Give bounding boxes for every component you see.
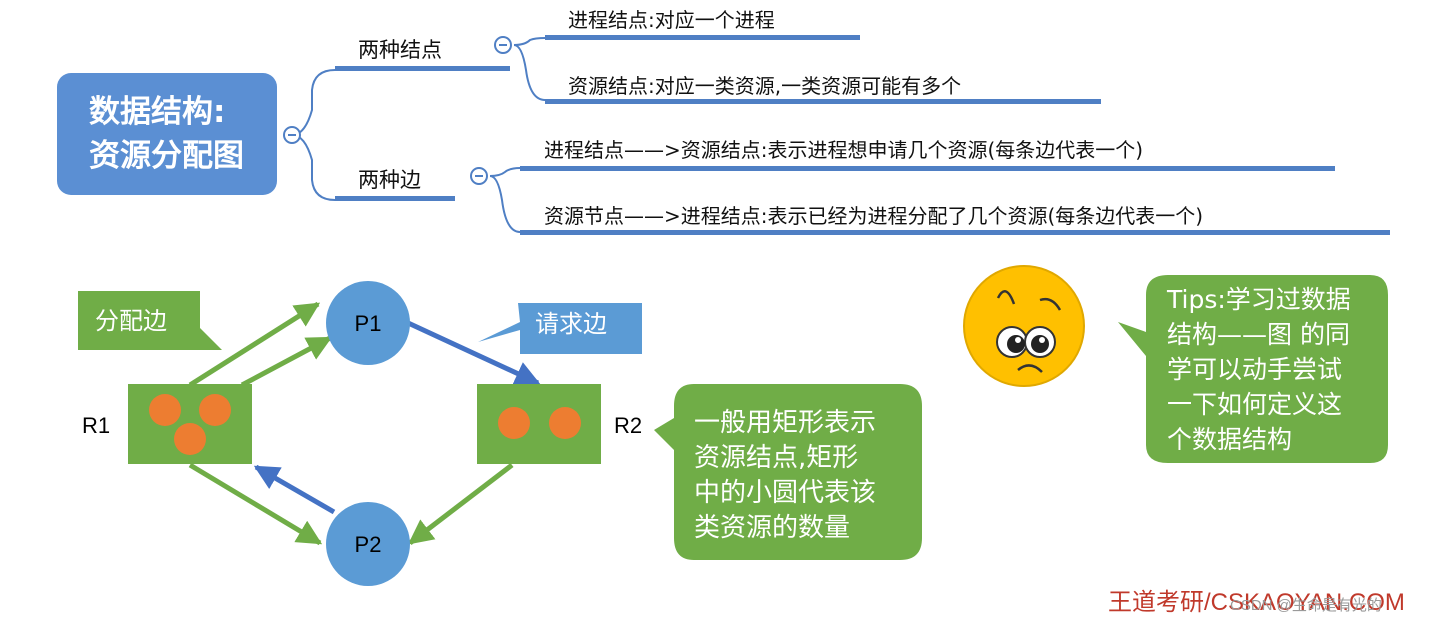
process-p2-label: P2	[355, 532, 382, 557]
callout-assign-edge-text: 分配边	[95, 308, 167, 335]
leaf-assign-edge: 资源节点——>进程结点:表示已经为进程分配了几个资源(每条边代表一个)	[544, 204, 1204, 228]
branch-edge-types-underline	[335, 196, 455, 201]
leaf-request-edge-underline	[520, 166, 1335, 171]
r2-unit-group	[498, 407, 581, 439]
collapse-edge-types-icon[interactable]	[470, 167, 488, 185]
tips-text: Tips:学习过数据 结构——图 的同 学可以动手尝试 一下如何定义这 个数据结…	[1167, 282, 1351, 457]
edge-r1-p1-assign-a	[188, 301, 321, 388]
leaf-process-node-underline	[545, 35, 860, 40]
root-title-line2: 资源分配图	[89, 138, 244, 174]
tips-callout-shape	[1118, 275, 1388, 463]
leaf-request-edge: 进程结点——>资源结点:表示进程想申请几个资源(每条边代表一个)	[544, 138, 1144, 162]
process-p2	[326, 502, 410, 586]
branch-edge-types-label: 两种边	[358, 168, 421, 192]
r1-unit-1	[149, 394, 181, 426]
resource-allocation-graph: 分配边 请求边 P1 P2 R1 R2	[78, 281, 922, 586]
tips-line-1: Tips:学习过数据	[1167, 285, 1351, 314]
branch-node-types-underline	[335, 66, 510, 71]
edge-p2-r1-request	[253, 464, 336, 515]
resource-r2	[477, 384, 601, 464]
leaf-process-node: 进程结点:对应一个进程	[568, 8, 775, 32]
callout-rect-shape	[654, 384, 922, 560]
leaf-assign-edge-underline	[520, 230, 1390, 235]
resource-r1-label: R1	[82, 413, 110, 438]
callout-rect-text: 一般用矩形表示 资源结点,矩形 中的小圆代表该 类资源的数量	[694, 406, 876, 546]
edge-r1-p2-assign	[188, 462, 323, 546]
edge-r2-p2-assign	[408, 463, 514, 545]
branch-node-types-label: 两种结点	[358, 38, 442, 62]
edge-p1-r2-request	[404, 319, 541, 386]
callout-rect-line-4: 类资源的数量	[694, 513, 851, 543]
watermark-text: CSDN @生命是有光的	[1230, 597, 1382, 614]
r2-unit-1	[498, 407, 530, 439]
r1-unit-2	[199, 394, 231, 426]
callout-rect-line-1: 一般用矩形表示	[694, 408, 877, 438]
process-p1	[326, 281, 410, 365]
r1-unit-group	[149, 394, 231, 455]
root-title-line1: 数据结构:	[89, 94, 226, 130]
brand-text: 王道考研/CSKAOYAN.COM	[1108, 589, 1405, 616]
callout-request-edge-text: 请求边	[535, 311, 607, 338]
callout-rect-line-2: 资源结点,矩形	[694, 443, 859, 473]
leaf-resource-node: 资源结点:对应一类资源,一类资源可能有多个	[568, 74, 962, 98]
process-p1-label: P1	[355, 311, 382, 336]
tips-line-3: 学可以动手尝试	[1167, 355, 1343, 384]
callout-request-edge-shape	[478, 303, 642, 354]
leaf-resource-node-underline	[545, 99, 1101, 104]
edge-r1-p1-assign-b	[240, 335, 333, 388]
r1-unit-3	[174, 423, 206, 455]
confused-face-icon	[963, 265, 1085, 387]
tips-line-5: 个数据结构	[1167, 425, 1293, 454]
callout-assign-edge-shape	[78, 291, 222, 350]
resource-r2-label: R2	[614, 413, 642, 438]
collapse-root-icon[interactable]	[283, 126, 301, 144]
callout-rect-line-3: 中的小圆代表该	[694, 478, 877, 508]
collapse-node-types-icon[interactable]	[494, 36, 512, 54]
tips-area	[963, 265, 1388, 463]
r2-unit-2	[549, 407, 581, 439]
tips-line-4: 一下如何定义这	[1167, 390, 1343, 419]
root-node: 数据结构: 资源分配图	[57, 73, 277, 195]
tips-line-2: 结构——图 的同	[1167, 320, 1350, 349]
